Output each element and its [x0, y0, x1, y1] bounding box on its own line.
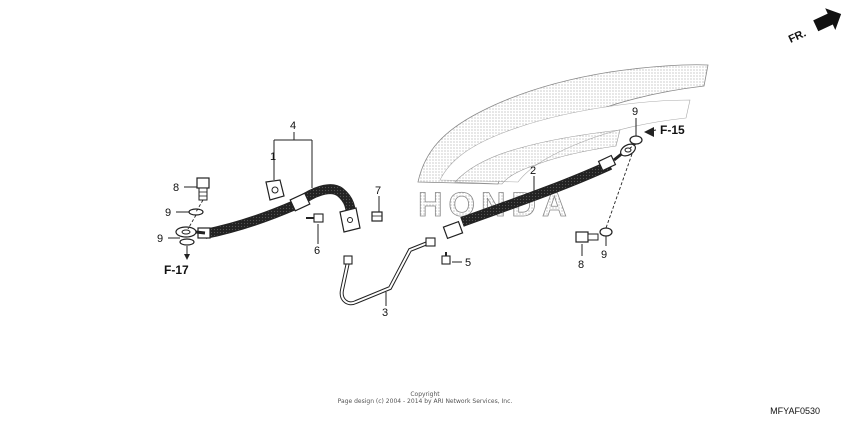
- front-direction-indicator: FR.: [787, 8, 842, 46]
- callout-9-right-upper: 9: [632, 106, 638, 118]
- callout-numbers: 1 2 3 4 5 6 7 8 8 9 9 9 9: [157, 106, 638, 319]
- diagram-code: MFYAF0530: [770, 406, 820, 416]
- brake-pipe: [339, 237, 436, 306]
- alignment-lines: [187, 143, 637, 230]
- callout-6: 6: [314, 245, 320, 257]
- hose-clamp: [265, 179, 285, 201]
- reference-right: F-15: [660, 123, 685, 137]
- callout-9-right-lower: 9: [601, 249, 607, 261]
- left-banjo-bolt: [196, 177, 210, 201]
- left-upper-sealing-washer: [188, 208, 204, 216]
- callout-7: 7: [375, 185, 381, 197]
- callout-8-left: 8: [173, 182, 179, 194]
- callout-1: 1: [270, 151, 276, 163]
- right-banjo-bolt: [575, 231, 599, 243]
- left-lower-sealing-washer: [179, 238, 195, 246]
- right-upper-sealing-washer: [629, 135, 643, 145]
- callout-4: 4: [290, 120, 296, 132]
- direction-arrow-icon: [813, 8, 842, 32]
- right-reference-arrow-icon: [644, 127, 654, 137]
- clamp-bolt: [306, 213, 324, 223]
- callout-9-left-upper: 9: [165, 207, 171, 219]
- hose-bracket: [339, 207, 361, 233]
- copyright-line-2: Page design (c) 2004 - 2014 by ARI Netwo…: [337, 398, 513, 405]
- callout-9-left-lower: 9: [157, 233, 163, 245]
- reference-left: F-17: [164, 263, 189, 277]
- pipe-mount-bolt: [441, 252, 451, 265]
- callout-8-right: 8: [578, 259, 584, 271]
- callout-5: 5: [465, 257, 471, 269]
- front-brake-hose-right: [442, 150, 625, 240]
- hose-clip: [371, 211, 383, 222]
- left-banjo-fitting: [175, 226, 206, 238]
- copyright-line-1: Copyright: [410, 391, 440, 398]
- callout-3: 3: [382, 307, 388, 319]
- honda-wing-watermark: HONDA: [417, 64, 709, 224]
- callout-2: 2: [530, 165, 536, 177]
- front-label: FR.: [787, 27, 808, 45]
- right-lower-sealing-washer: [599, 227, 613, 237]
